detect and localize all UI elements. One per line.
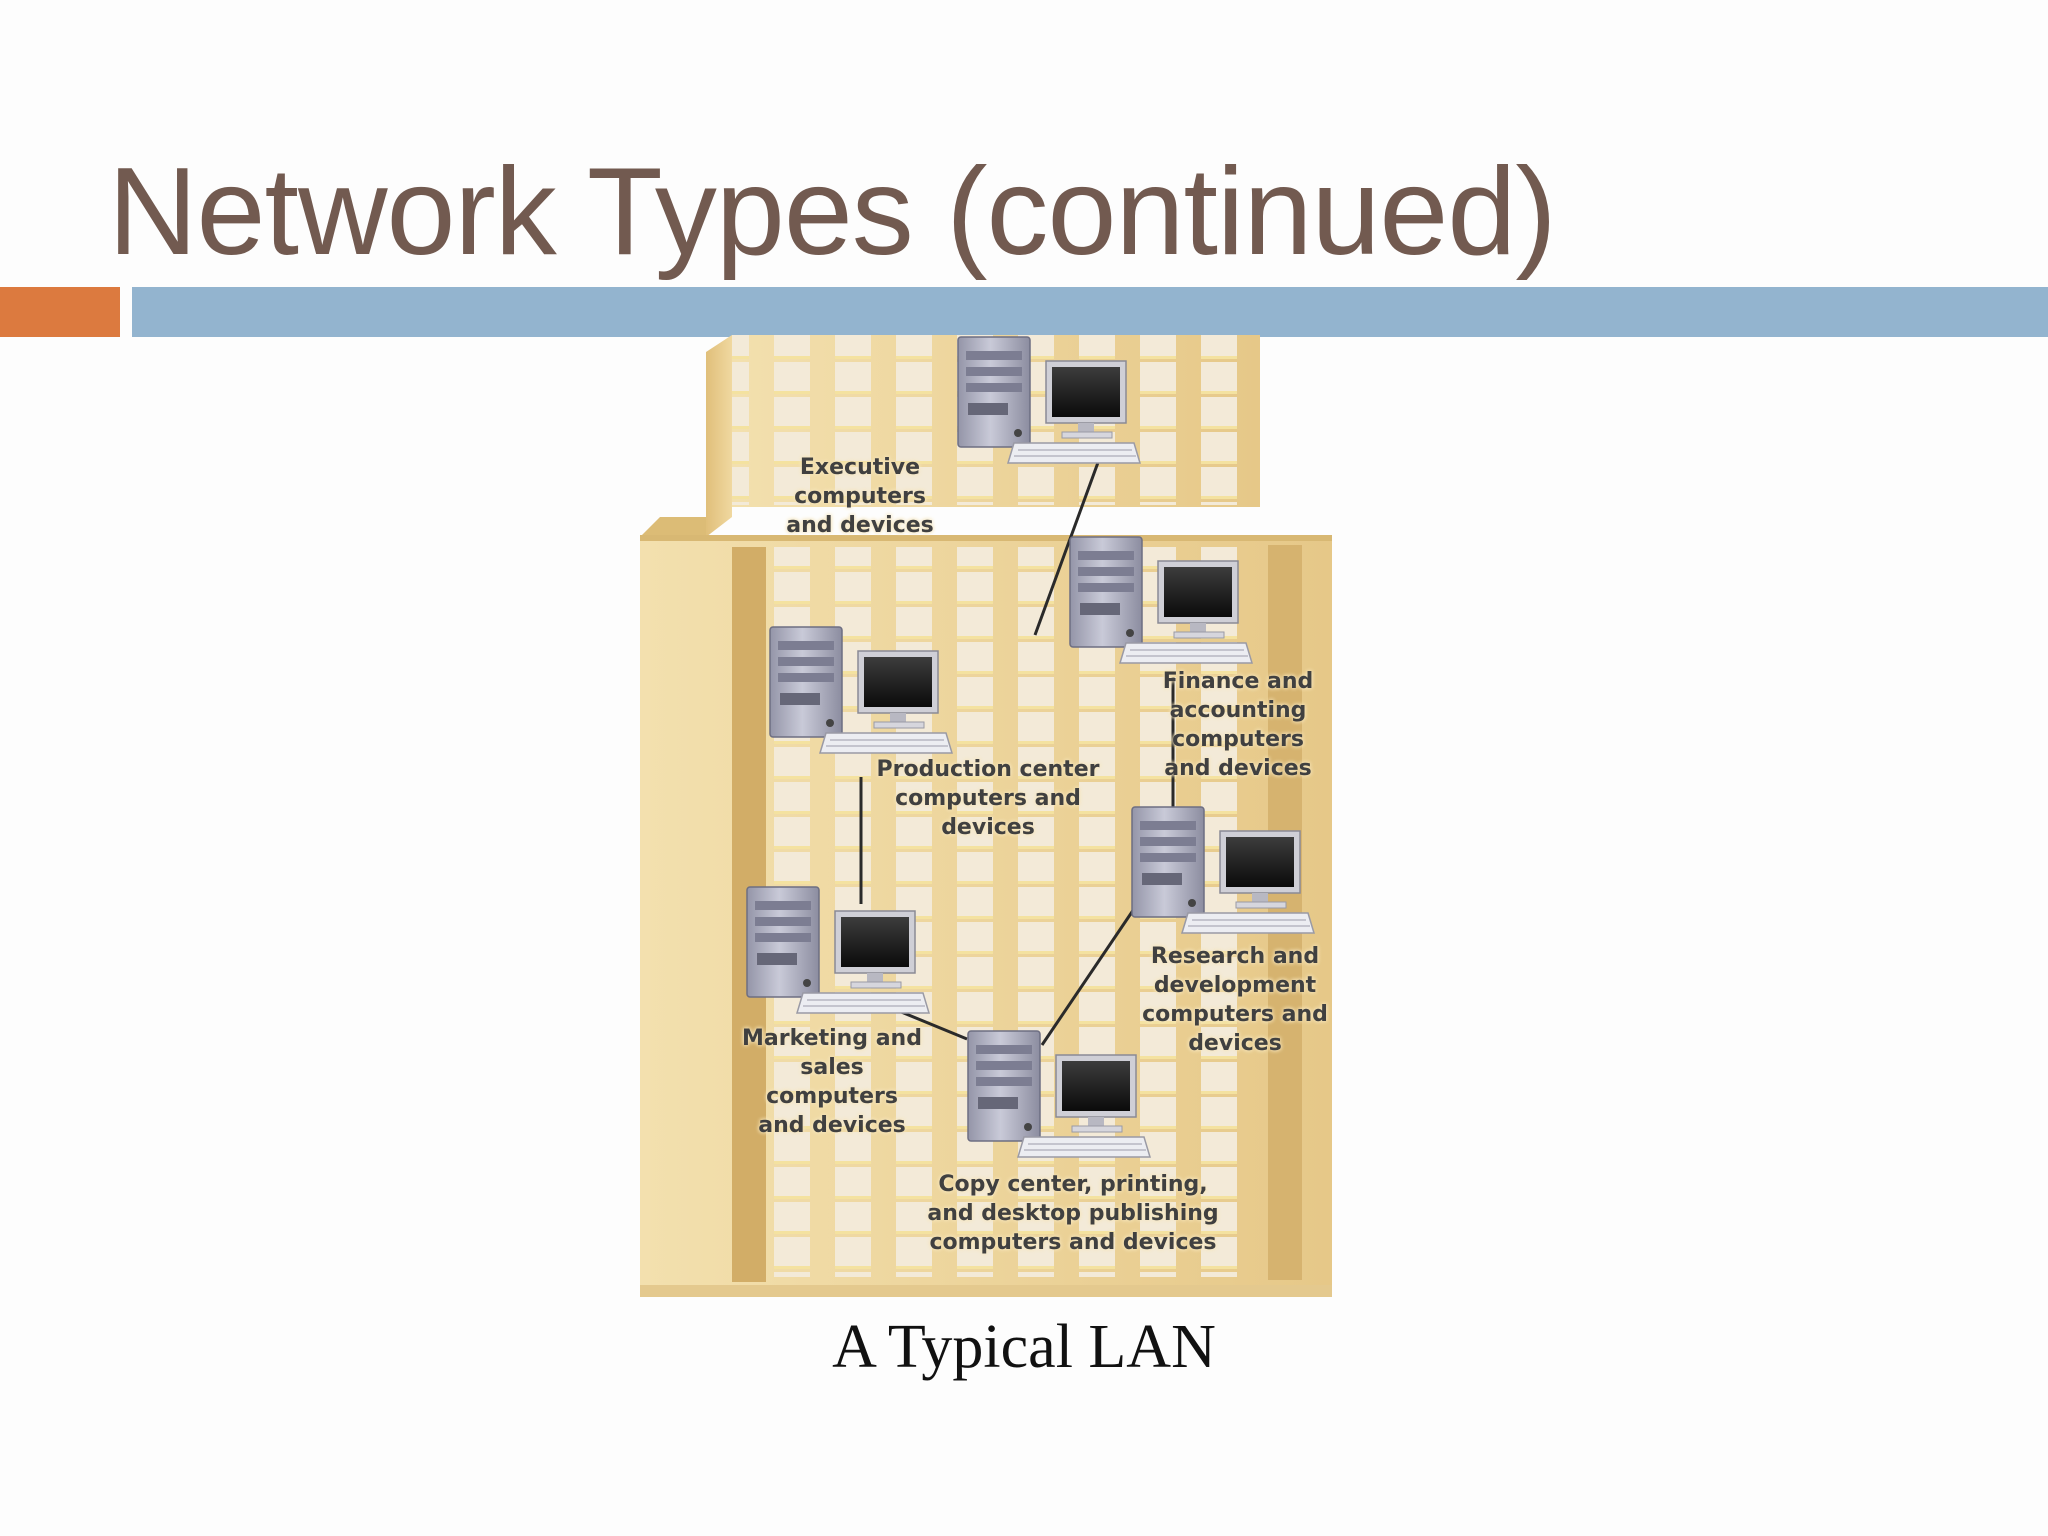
node-label-executive: Executive computers and devices: [786, 455, 934, 538]
node-label-production: Production center computers and devices: [876, 757, 1100, 840]
slide-title: Network Types (continued): [108, 143, 1557, 281]
lan-diagram-svg: [640, 335, 1332, 1297]
title-accent-blue-bar: [132, 287, 2048, 337]
link-marketing-copy-center: [893, 1007, 968, 1041]
ring-connections: [859, 456, 1175, 1046]
title-accent-orange-bar: [0, 287, 120, 337]
link-copy-center-research: [1040, 902, 1140, 1046]
node-label-marketing: Marketing and sales computers and device…: [742, 1026, 922, 1138]
link-executive-production: [1033, 456, 1102, 636]
node-label-finance: Finance and accounting computers and dev…: [1162, 669, 1314, 781]
figure-caption: A Typical LAN: [832, 1313, 1216, 1381]
node-label-research: Research and development computers and d…: [1142, 944, 1328, 1056]
node-label-copy-center: Copy center, printing, and desktop publi…: [927, 1172, 1219, 1255]
